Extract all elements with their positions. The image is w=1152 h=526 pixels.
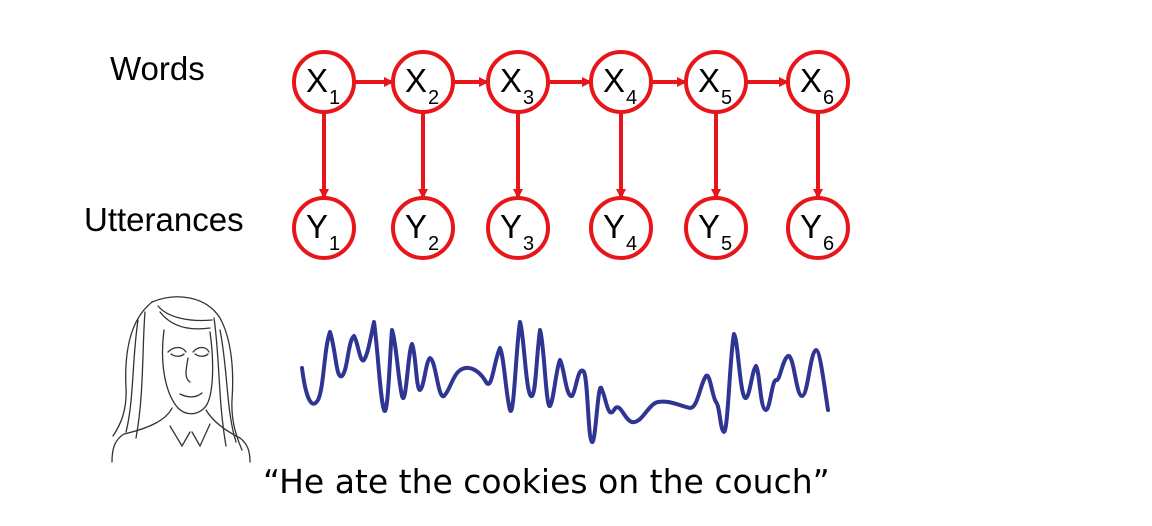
speech-waveform	[300, 320, 830, 445]
word-node-circle	[589, 50, 653, 114]
word-node-circle	[486, 50, 550, 114]
word-node-circle	[292, 50, 356, 114]
utterances-row-label: Utterances	[84, 201, 244, 238]
edges	[319, 77, 823, 199]
utterance-node-letter: Y	[500, 208, 522, 245]
word-node-subscript: 1	[329, 87, 340, 109]
utterance-node-subscript: 1	[329, 233, 340, 255]
word-node-circle	[786, 50, 850, 114]
utterance-node-circle	[786, 196, 850, 260]
utterance-node-letter: Y	[698, 208, 720, 245]
utterance-node-letter: Y	[800, 208, 822, 245]
utterance-node-letter: Y	[405, 208, 427, 245]
words-row-label: Words	[110, 50, 205, 87]
utterance-node-subscript: 3	[523, 233, 534, 255]
word-node-letter: X	[603, 62, 625, 99]
word-node-subscript: 4	[626, 87, 637, 109]
word-node-subscript: 3	[523, 87, 534, 109]
word-node-letter: X	[698, 62, 720, 99]
utterance-node-circle	[292, 196, 356, 260]
word-node-letter: X	[800, 62, 822, 99]
utterance-node-subscript: 6	[823, 233, 834, 255]
word-node-circle	[391, 50, 455, 114]
utterance-caption: “He ate the cookies on the couch”	[263, 462, 830, 501]
utterance-node-letter: Y	[603, 208, 625, 245]
utterance-node-circle	[486, 196, 550, 260]
utterance-node-subscript: 2	[428, 233, 439, 255]
word-node-letter: X	[405, 62, 427, 99]
word-node-letter: X	[306, 62, 328, 99]
utterance-node-circle	[391, 196, 455, 260]
woman-face-sketch-icon	[111, 296, 251, 463]
utterance-node-subscript: 4	[626, 233, 637, 255]
utterance-node-letter: Y	[306, 208, 328, 245]
word-node-subscript: 2	[428, 87, 439, 109]
utterance-node-circle	[589, 196, 653, 260]
utterance-node-subscript: 5	[721, 233, 732, 255]
word-node-subscript: 6	[823, 87, 834, 109]
word-node-subscript: 5	[721, 87, 732, 109]
word-node-letter: X	[500, 62, 522, 99]
word-node-circle	[684, 50, 748, 114]
utterance-node-circle	[684, 196, 748, 260]
